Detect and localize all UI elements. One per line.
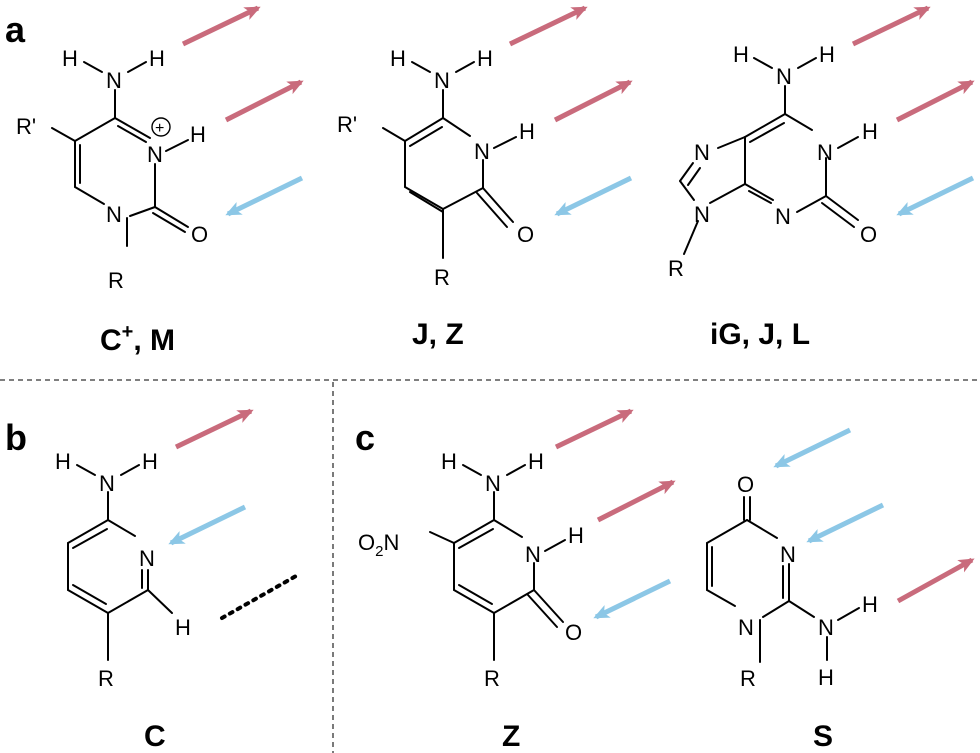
acceptor-arrow [773,427,852,469]
donor-arrow [181,5,261,47]
structure-caption: iG, J, L [710,318,810,351]
atom-n: N [99,471,115,496]
acceptor-arrow [896,175,975,217]
atom-h: H [862,119,878,144]
structure-c: H N H N H R C [55,408,298,753]
atom-o: O [191,222,208,247]
structure-j-z: H N H R' N H O R J, Z [337,5,633,351]
atom-h: H [818,665,834,690]
atom-h: H [390,46,406,71]
donor-arrow [553,79,633,123]
atom-h: H [190,122,206,147]
atom-r: R [484,666,500,691]
atom-o: O [860,222,877,247]
positive-charge-icon: + [155,120,164,137]
donor-arrow [896,557,975,604]
atom-h: H [819,42,835,67]
atom-n: N [106,202,122,227]
structure-caption: J, Z [412,318,464,351]
structure-caption: C [144,720,166,753]
donor-arrow [596,479,676,523]
atom-o: O [737,472,754,497]
panel-label-a: a [5,9,26,50]
acceptor-arrow [554,175,633,217]
atom-n: N [106,68,122,93]
structure-z: H N H O2N N H O R Z [358,408,676,753]
acceptor-arrow [225,175,304,217]
panel-label-b: b [5,417,27,458]
acceptor-arrow [168,504,247,546]
atom-n: N [694,140,710,165]
atom-r: R [740,666,756,691]
donor-arrow [224,79,304,123]
acceptor-arrow [806,502,885,544]
donor-arrow [895,79,975,123]
donor-arrow [508,5,588,47]
atom-n: N [474,139,490,164]
acceptor-arrow [593,578,672,620]
atom-h: H [733,42,749,67]
atom-h: H [175,615,191,640]
structure-caption: C+, M [100,321,175,357]
atom-n: N [485,471,501,496]
atom-r-prime: R' [337,112,357,137]
donor-arrow [851,5,931,47]
atom-n: N [817,140,833,165]
weak-interaction-dots [220,574,298,620]
atom-r: R [108,268,124,293]
atom-n: N [780,542,796,567]
atom-r: R [98,666,114,691]
atom-n: N [147,142,163,167]
donor-arrow [554,408,634,450]
atom-h: H [441,449,457,474]
structure-ig-j-l: H N H N N H N N O R iG, J, L [668,5,975,351]
atom-n: N [818,615,834,640]
structure-s: O N N H H N R S [706,427,975,753]
atom-h: H [519,119,535,144]
atom-o: O [517,222,534,247]
structure-caption: S [813,720,833,753]
atom-h: H [62,46,78,71]
atom-h: H [55,449,71,474]
structure-caption: Z [502,720,520,753]
atom-n: N [525,542,541,567]
atom-r-prime: R' [16,114,36,139]
panel-label-c: c [355,417,375,458]
atom-h: H [149,46,165,71]
atom-h: H [477,46,493,71]
atom-n: N [139,546,155,571]
atom-n: N [434,68,450,93]
atom-h: H [528,449,544,474]
atom-n: N [738,615,754,640]
structure-c-plus: + H N H R' N H O N R C+, M [16,5,304,357]
atom-r: R [434,265,450,290]
atom-r: R [668,256,684,281]
donor-arrow [174,408,254,450]
atom-n: N [775,204,791,229]
atom-h: H [142,449,158,474]
atom-o: O [565,620,582,645]
atom-h: H [568,523,584,548]
atom-h: H [862,592,878,617]
atom-n: N [694,202,710,227]
nitro-group: O2N [358,530,399,560]
atom-n: N [776,64,792,89]
